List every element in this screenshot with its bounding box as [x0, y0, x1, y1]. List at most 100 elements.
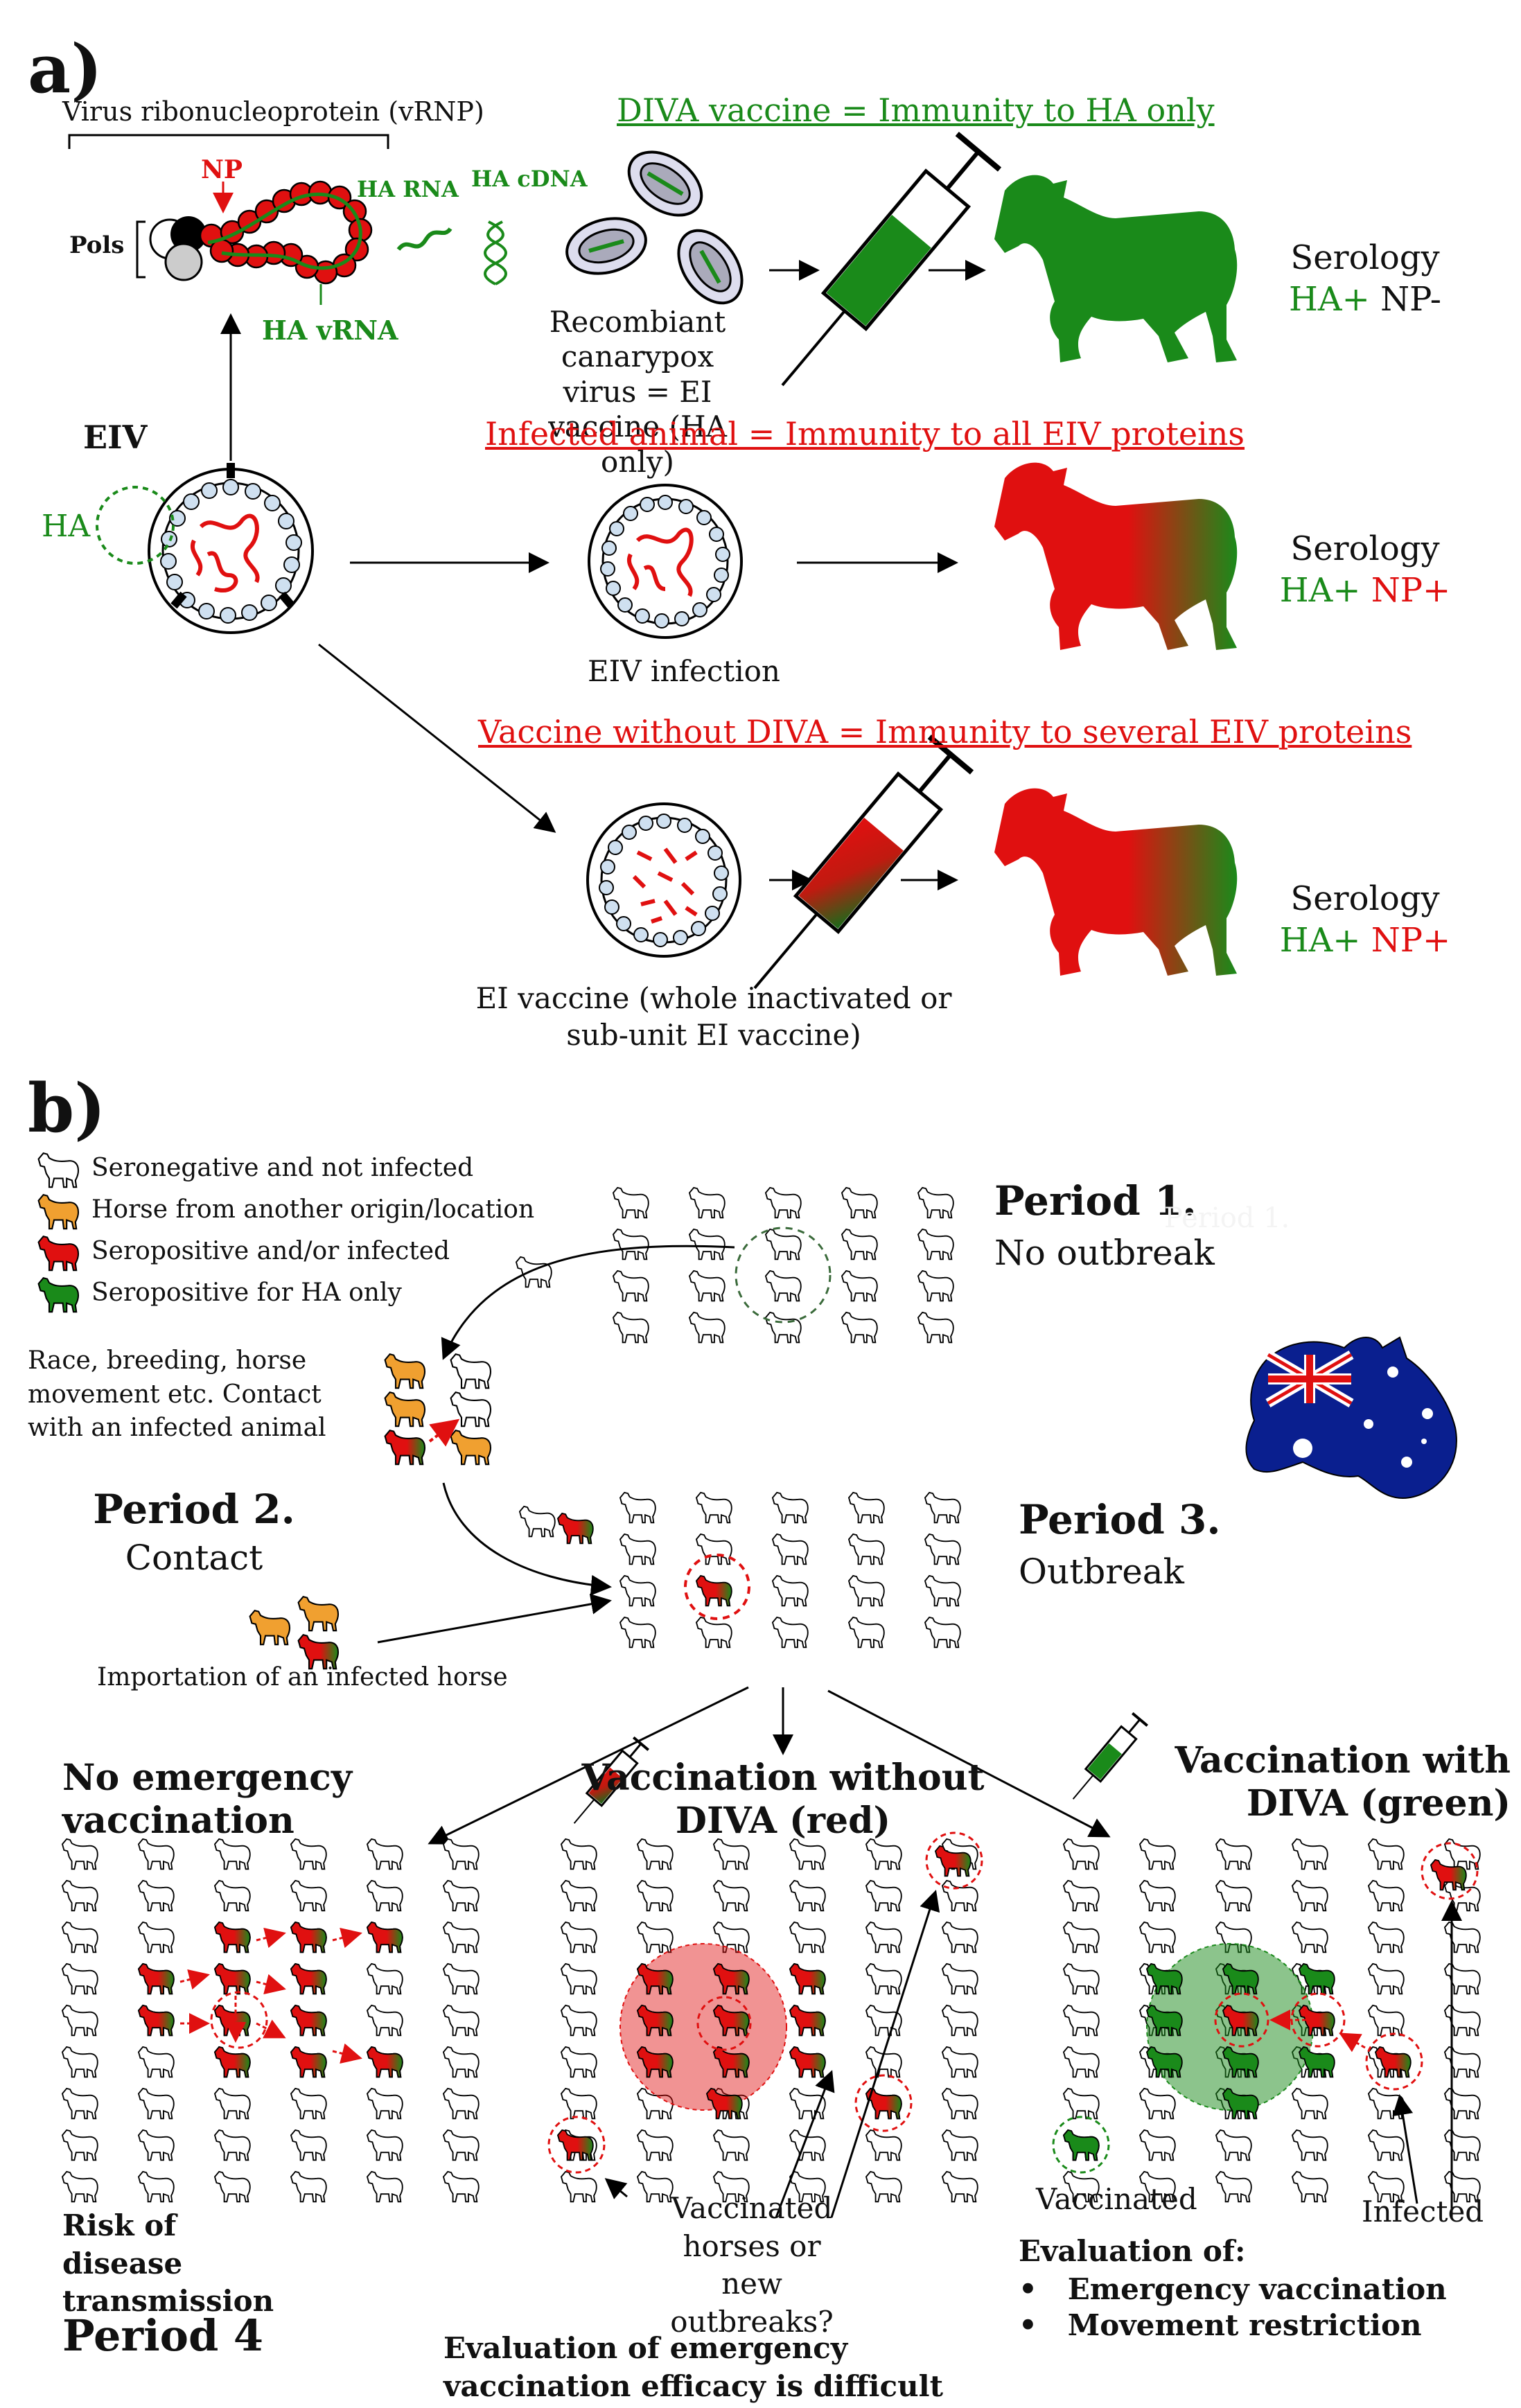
serology-label-3: Serology	[1290, 879, 1440, 918]
ha-rna-squiggle	[396, 227, 452, 252]
grid-horse	[1063, 1962, 1100, 1995]
eiv-infection-caption: EIV infection	[588, 654, 780, 688]
grid-horse	[561, 2087, 597, 2120]
ha-dotted-circle	[96, 486, 175, 565]
legend-horse-red	[37, 1236, 80, 1272]
arrow	[604, 2178, 628, 2199]
grid-horse	[62, 1879, 98, 1912]
grid-horse	[290, 2170, 327, 2203]
serology-label-1: Serology	[1290, 238, 1440, 277]
no-emergency-index-circle	[210, 1991, 268, 2049]
contact-text: Race, breeding, horse movement etc. Cont…	[28, 1346, 326, 1443]
legend-horse-orange	[37, 1194, 80, 1230]
ha-label: HA	[42, 509, 91, 544]
grid-horse	[637, 1879, 674, 1912]
grid-horse	[1292, 2129, 1328, 2161]
grid-horse	[290, 2087, 327, 2120]
grid-horse	[1139, 1879, 1176, 1912]
grid-horse	[1444, 2004, 1481, 2037]
canarypox-virus	[565, 217, 647, 275]
grid-horse	[637, 2129, 674, 2161]
grid-horse	[214, 2129, 251, 2161]
curved-arrow	[442, 1482, 612, 1596]
legend-item-3: Seropositive for HA only	[91, 1278, 402, 1307]
period2-subtitle: Contact	[125, 1538, 263, 1578]
period3-horse-grid	[519, 1491, 961, 1649]
grid-horse	[290, 1838, 327, 1870]
grid-horse	[942, 2087, 978, 2120]
grid-horse	[561, 1962, 597, 1995]
grid-horse	[1444, 2046, 1481, 2078]
grid-horse	[1444, 2129, 1481, 2161]
grid-horse	[443, 2129, 480, 2161]
grid-horse	[713, 1879, 750, 1912]
ha-cdna-label: HA cDNA	[471, 166, 588, 192]
grid-horse	[214, 1879, 251, 1912]
grid-horse	[367, 1838, 403, 1870]
period3-infected-circle	[684, 1554, 750, 1620]
polymerase-subunit	[164, 243, 203, 281]
infected-label: Infected	[1362, 2195, 1484, 2229]
diva-title: DIVA vaccine = Immunity to HA only	[617, 91, 1215, 129]
grid-horse	[367, 2087, 403, 2120]
period2-horse-cluster	[384, 1353, 492, 1466]
grid-horse	[62, 2129, 98, 2161]
grid-horse	[443, 2170, 480, 2203]
grid-horse	[290, 1879, 327, 1912]
infected-title: Infected animal = Immunity to all EIV pr…	[485, 415, 1245, 452]
canarypox-virus	[627, 150, 703, 217]
grid-horse	[1292, 1921, 1328, 1953]
grid-horse	[1292, 2087, 1328, 2120]
grid-horse	[865, 2004, 902, 2037]
grid-horse	[942, 2170, 978, 2203]
grid-horse	[1444, 2087, 1481, 2120]
grid-horse	[865, 2129, 902, 2161]
grid-horse	[1368, 2129, 1405, 2161]
period1-title: Period 1.	[994, 1177, 1197, 1224]
grid-horse	[62, 2004, 98, 2037]
grid-horse	[865, 1879, 902, 1912]
grid-horse	[443, 1962, 480, 1995]
diva-small-syringe	[1072, 1712, 1149, 1800]
importation-horse-cluster	[249, 1596, 340, 1670]
eiv-label: EIV	[83, 419, 148, 456]
grid-horse	[1139, 1921, 1176, 1953]
serology-result-1: HA+ NP-	[1289, 280, 1441, 319]
grid-horse	[138, 2087, 175, 2120]
grid-horse	[367, 2004, 403, 2037]
curved-arrow	[441, 1245, 735, 1360]
grid-horse	[62, 2046, 98, 2078]
period3-subtitle: Outbreak	[1019, 1552, 1184, 1592]
grid-horse	[1215, 2170, 1252, 2203]
pols-label: Pols	[69, 231, 125, 259]
grid-horse	[138, 2046, 175, 2078]
grid-horse	[1063, 1921, 1100, 1953]
risk-text: Risk of disease transmission	[62, 2208, 274, 2319]
grid-horse	[138, 1921, 175, 1953]
grid-horse	[62, 1838, 98, 1870]
polymerase-subunit	[170, 216, 206, 252]
grid-horse	[138, 2170, 175, 2203]
grid-horse	[443, 1838, 480, 1870]
period3-title: Period 3.	[1019, 1496, 1221, 1543]
grid-horse	[62, 2170, 98, 2203]
grid-horse	[1215, 2129, 1252, 2161]
grid-horse	[942, 2046, 978, 2078]
vaccinated-label: Vaccinated	[1036, 2182, 1197, 2216]
recombinant-caption: Recombiant canarypox virus = EI vaccine …	[548, 305, 727, 479]
without-diva-dashed-circles	[547, 1831, 983, 2174]
legend-item-2: Seropositive and/or infected	[91, 1237, 450, 1265]
evaluation-difficult-text: Evaluation of emergency vaccination effi…	[443, 2331, 943, 2403]
arrow	[775, 2070, 835, 2218]
australia-map	[1245, 1336, 1457, 1499]
grid-horse	[62, 2087, 98, 2120]
serology-label-2: Serology	[1290, 529, 1440, 568]
grid-horse	[637, 1921, 674, 1953]
grid-horse	[1215, 1879, 1252, 1912]
arrow	[428, 1686, 749, 1845]
grid-horse	[865, 2170, 902, 2203]
no-emergency-title: No emergency vaccination	[62, 1757, 353, 1843]
period1-dashed-circle	[735, 1227, 832, 1324]
arrow	[827, 1689, 1111, 1838]
grid-horse	[942, 1962, 978, 1995]
